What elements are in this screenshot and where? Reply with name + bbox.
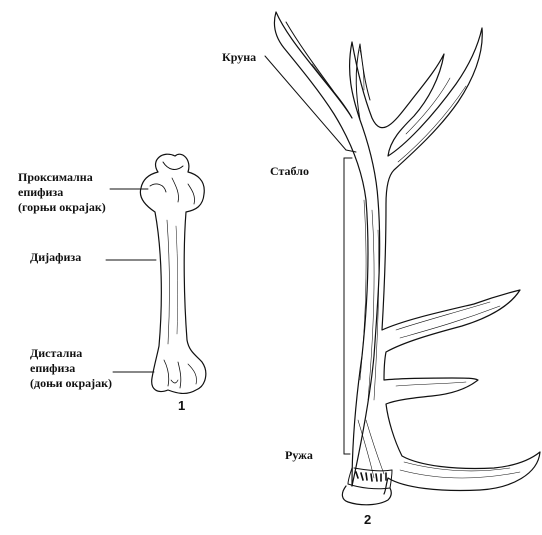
bone-leader-lines bbox=[106, 189, 156, 372]
figure-2-number: 2 bbox=[364, 512, 371, 527]
diaphysis-label: Дијафиза bbox=[30, 250, 81, 265]
beam-label: Стабло bbox=[270, 164, 309, 179]
long-bone-illustration bbox=[140, 154, 205, 393]
proximal-epiphysis-label-line3: (горњи окрајак) bbox=[18, 200, 106, 215]
proximal-epiphysis-label-line1: Проксимална bbox=[18, 170, 93, 185]
antler-bracket-lines bbox=[265, 56, 356, 454]
burr-label: Ружа bbox=[285, 448, 313, 463]
distal-epiphysis-label-line1: Дистална bbox=[30, 346, 82, 361]
distal-epiphysis-label-line3: (доњи окрајак) bbox=[30, 376, 112, 391]
distal-epiphysis-label-line2: епифиза bbox=[30, 361, 75, 376]
proximal-epiphysis-label-line2: епифиза bbox=[18, 185, 63, 200]
antler-illustration bbox=[274, 12, 540, 505]
crown-label: Круна bbox=[222, 50, 256, 65]
figure-1-number: 1 bbox=[178, 398, 185, 413]
